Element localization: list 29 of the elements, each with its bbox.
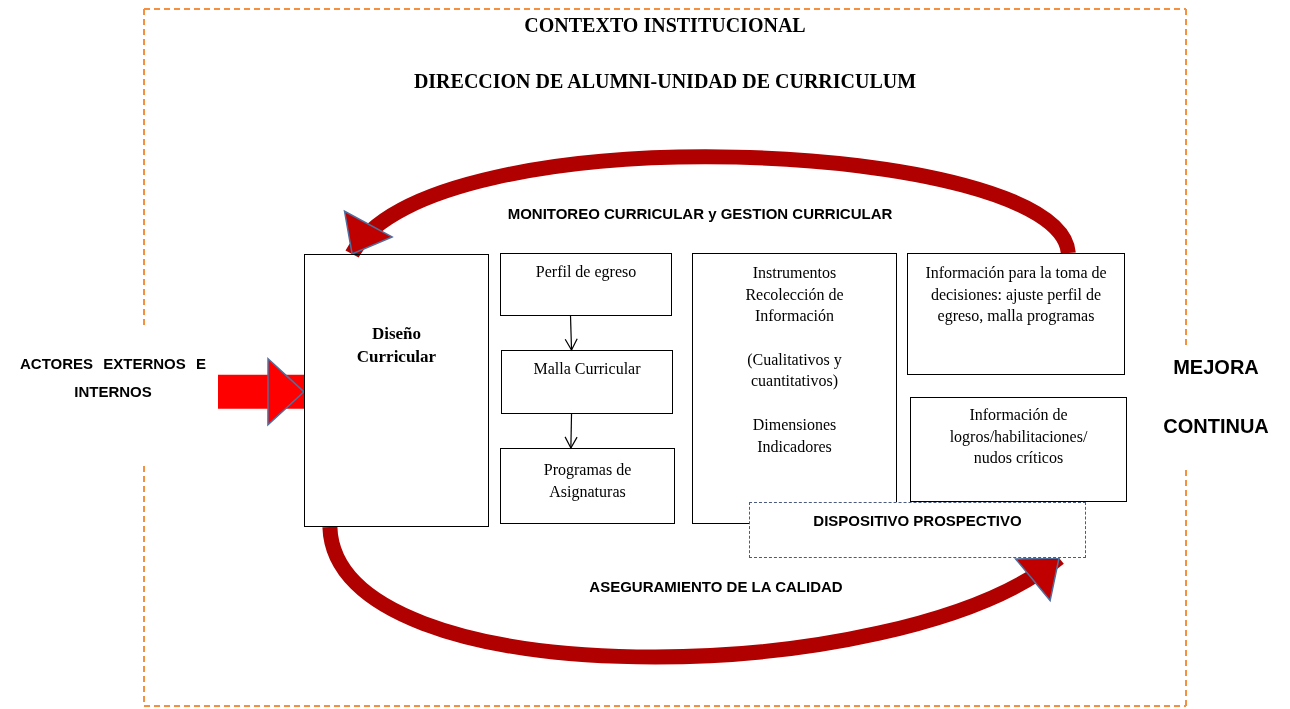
box-text: Instrumentos Recolección de Información [744,263,845,327]
cycle-label: ASEGURAMIENTO DE LA CALIDAD [589,578,843,595]
cycle-label: MONITOREO CURRICULAR y GESTION CURRICULAR [507,205,893,222]
box-text: Perfil de egreso [534,262,638,283]
box-text: Diseño Curricular [355,323,438,368]
frame-heading: CONTEXTO INSTITUCIONAL [524,14,806,36]
dashed-box [749,502,1086,558]
box-text: (Cualitativos y cuantitativos) [746,349,843,392]
side-label: MEJORA [1173,356,1259,379]
process-box [304,254,489,527]
process-box [500,448,675,524]
box-text: Dimensiones Indicadores [751,414,838,457]
process-box [910,397,1127,502]
side-label: CONTINUA [1163,415,1269,438]
box-text: DISPOSITIVO PROSPECTIVO [812,512,1023,529]
box-text: Malla Curricular [532,359,642,379]
actors-text: ACTORES EXTERNOS E INTERNOS [8,350,218,408]
block-arrow [322,524,1064,665]
box-text: Información de logros/habilitaciones/ nudos críticos [948,405,1089,469]
process-box [501,350,673,414]
block-arrow [218,358,305,426]
frame-heading: DIRECCION DE ALUMNI-UNIDAD DE CURRICULUM [413,70,917,92]
box-text: Programas de Asignaturas [542,460,633,503]
block-arrow [346,149,1075,260]
process-box [500,253,672,316]
box-text: Información para la toma de decisiones: ajuste perfil de egreso, malla programas [924,263,1108,327]
process-box [907,253,1125,375]
arrow [564,315,578,351]
arrow [564,413,578,449]
